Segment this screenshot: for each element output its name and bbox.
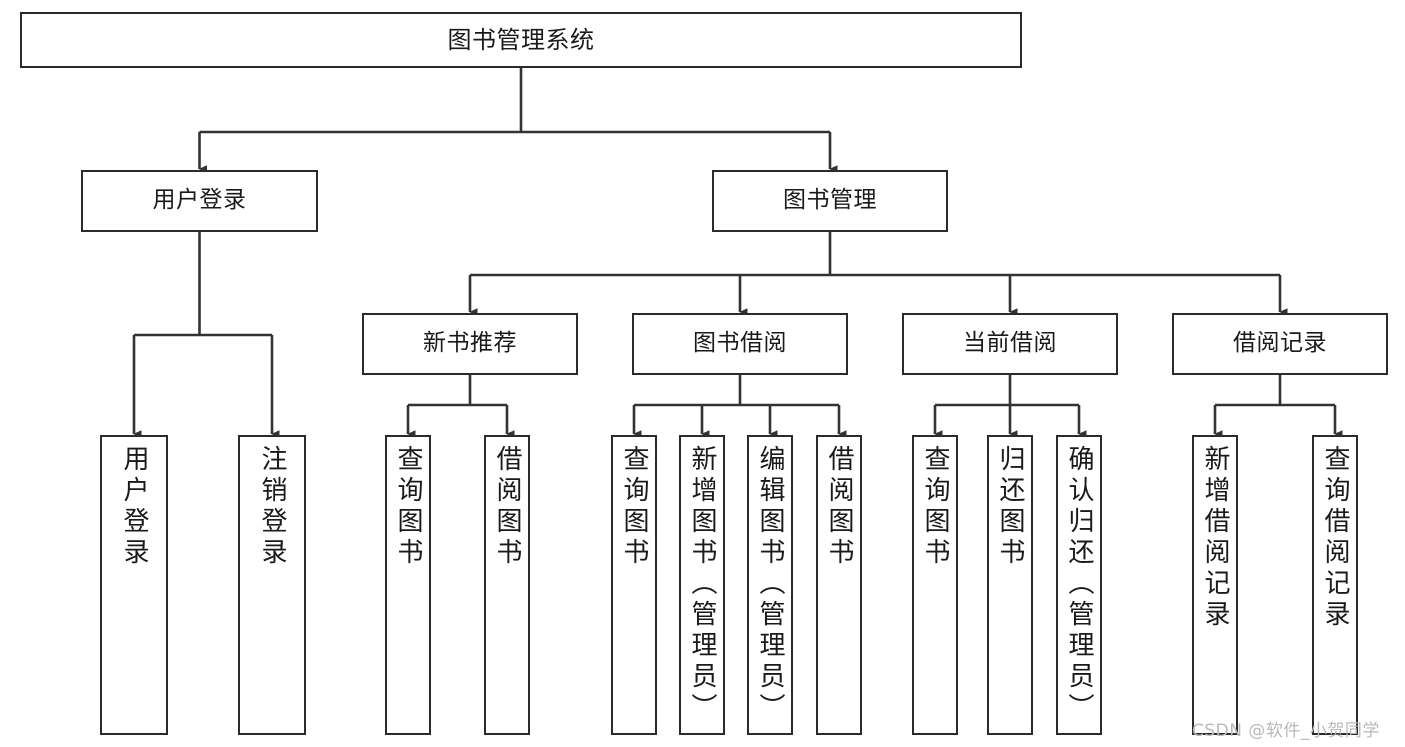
node-borrow-query[interactable]: 查询图书	[611, 435, 657, 735]
node-label-current-query: 查询图书	[920, 445, 950, 569]
node-login[interactable]: 用户登录	[81, 170, 318, 232]
node-label-record-add: 新增借阅记录	[1200, 445, 1230, 631]
node-newbook[interactable]: 新书推荐	[362, 313, 578, 375]
node-borrow[interactable]: 图书借阅	[632, 313, 848, 375]
node-borrow-add[interactable]: 新增图书（管理员）	[679, 435, 725, 735]
node-label-record-query: 查询借阅记录	[1320, 445, 1350, 631]
node-label-borrow-add: 新增图书（管理员）	[687, 445, 717, 724]
node-label-newbook-query: 查询图书	[393, 445, 423, 569]
node-label-borrow-query: 查询图书	[619, 445, 649, 569]
node-label-borrow-do: 借阅图书	[824, 445, 854, 569]
watermark-text: CSDN @软件_小贺同学	[1192, 721, 1380, 741]
node-record-add[interactable]: 新增借阅记录	[1192, 435, 1238, 735]
node-newbook-borrow[interactable]: 借阅图书	[484, 435, 530, 735]
node-login-user[interactable]: 用户登录	[100, 435, 168, 735]
node-label-login: 用户登录	[152, 187, 247, 214]
node-label-root: 图书管理系统	[447, 25, 595, 54]
node-current[interactable]: 当前借阅	[902, 313, 1118, 375]
node-root[interactable]: 图书管理系统	[20, 12, 1022, 68]
node-label-current-confirm: 确认归还（管理员）	[1064, 445, 1094, 724]
node-label-newbook: 新书推荐	[423, 330, 517, 357]
node-bookmgmt[interactable]: 图书管理	[712, 170, 948, 232]
node-label-borrow-edit: 编辑图书（管理员）	[755, 445, 785, 724]
node-record-query[interactable]: 查询借阅记录	[1312, 435, 1358, 735]
node-record[interactable]: 借阅记录	[1172, 313, 1388, 375]
node-login-logout[interactable]: 注销登录	[238, 435, 306, 735]
node-label-login-logout: 注销登录	[257, 445, 287, 569]
node-label-current-return: 归还图书	[995, 445, 1025, 569]
node-label-record: 借阅记录	[1233, 330, 1327, 357]
node-borrow-edit[interactable]: 编辑图书（管理员）	[747, 435, 793, 735]
node-current-return[interactable]: 归还图书	[987, 435, 1033, 735]
node-current-query[interactable]: 查询图书	[912, 435, 958, 735]
node-label-bookmgmt: 图书管理	[783, 187, 877, 214]
node-borrow-do[interactable]: 借阅图书	[816, 435, 862, 735]
node-label-borrow: 图书借阅	[693, 330, 787, 357]
node-label-current: 当前借阅	[963, 330, 1057, 357]
node-current-confirm[interactable]: 确认归还（管理员）	[1056, 435, 1102, 735]
node-label-login-user: 用户登录	[119, 445, 149, 569]
node-label-newbook-borrow: 借阅图书	[492, 445, 522, 569]
node-newbook-query[interactable]: 查询图书	[385, 435, 431, 735]
